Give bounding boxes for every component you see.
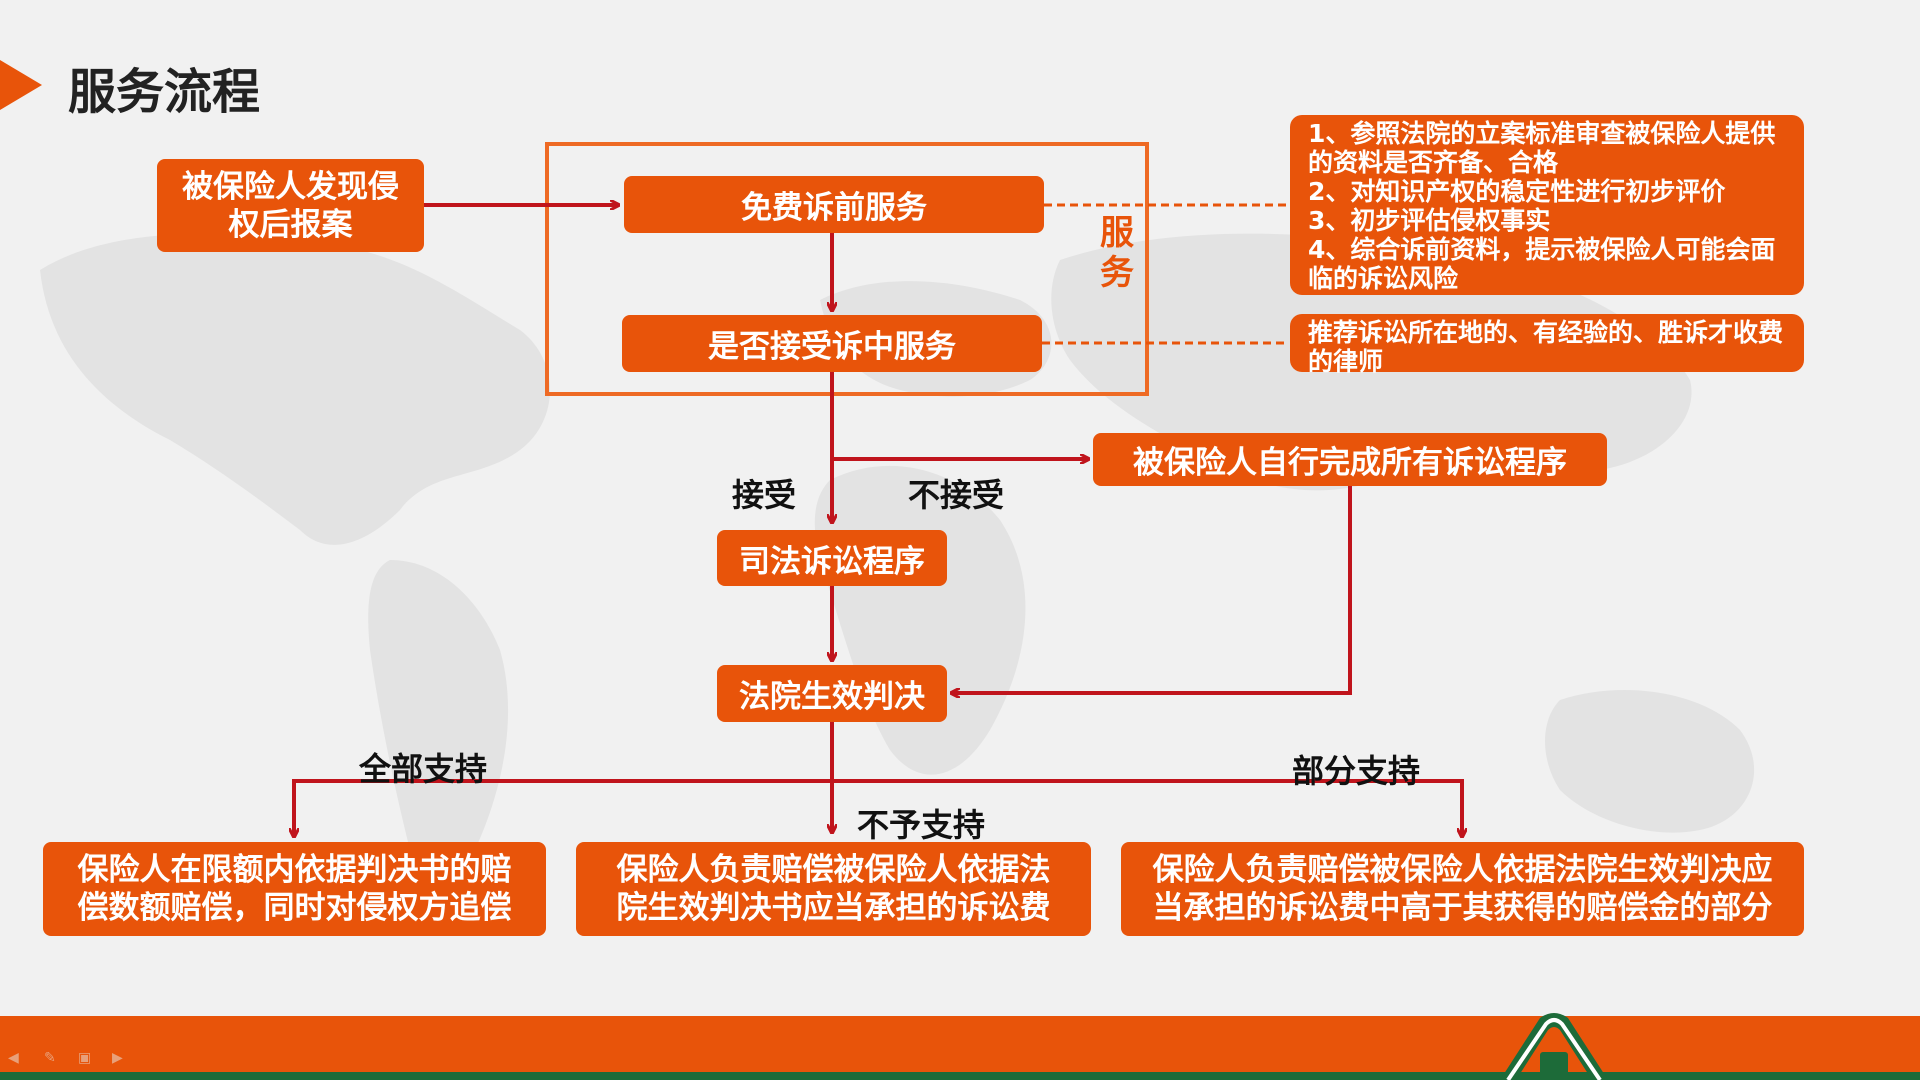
judicial-node: 司法诉讼程序 (717, 530, 947, 586)
self-complete-text: 被保险人自行完成所有诉讼程序 (1133, 445, 1567, 481)
report-node-text: 被保险人发现侵权后报案 (182, 168, 399, 243)
pre-service-note-item: 2、对知识产权的稳定性进行初步评价 (1308, 177, 1726, 206)
outcome-none-node: 保险人负责赔偿被保险人依据法院生效判决书应当承担的诉讼费 (576, 842, 1091, 936)
slide-menu-icon[interactable]: ▣ (78, 1050, 92, 1066)
label-no-support: 不予支持 (857, 806, 986, 844)
label-reject: 不接受 (908, 476, 1005, 514)
footer-line (0, 1072, 1920, 1080)
pre-service-note-item: 3、初步评估侵权事实 (1308, 206, 1551, 235)
label-accept: 接受 (732, 476, 797, 514)
footer-bar (0, 1016, 1920, 1072)
lawyer-note: 推荐诉讼所在地的、有经验的、胜诉才收费的律师 (1290, 314, 1804, 376)
outcome-full-text: 保险人在限额内依据判决书的赔偿数额赔偿，同时对侵权方追偿 (77, 852, 512, 926)
outcome-partial-text: 保险人负责赔偿被保险人依据法院生效判决应当承担的诉讼费中高于其获得的赔偿金的部分 (1152, 852, 1773, 926)
lawyer-note-text: 推荐诉讼所在地的、有经验的、胜诉才收费的律师 (1308, 318, 1784, 376)
service-frame (545, 142, 1149, 396)
self-complete-node: 被保险人自行完成所有诉讼程序 (1093, 433, 1607, 486)
arrow-partial-support (832, 779, 1462, 836)
accept-question-node: 是否接受诉中服务 (622, 315, 1042, 372)
outcome-full-node: 保险人在限额内依据判决书的赔偿数额赔偿，同时对侵权方追偿 (43, 842, 546, 936)
arrow-full-support (294, 779, 832, 836)
outcome-partial-node: 保险人负责赔偿被保险人依据法院生效判决应当承担的诉讼费中高于其获得的赔偿金的部分 (1121, 842, 1804, 936)
free-service-text: 免费诉前服务 (741, 190, 927, 226)
page-title: 服务流程 (68, 64, 261, 120)
footer-logo-icon (1500, 1013, 1608, 1080)
free-service-node: 免费诉前服务 (624, 176, 1044, 233)
judgment-text: 法院生效判决 (739, 679, 925, 715)
label-full-support: 全部支持 (359, 750, 488, 788)
judgment-node: 法院生效判决 (717, 665, 947, 722)
judicial-text: 司法诉讼程序 (739, 543, 925, 580)
report-node: 被保险人发现侵权后报案 (157, 159, 424, 252)
outcome-none-text: 保险人负责赔偿被保险人依据法院生效判决书应当承担的诉讼费 (616, 852, 1051, 926)
accept-question-text: 是否接受诉中服务 (708, 329, 956, 365)
next-slide-icon[interactable]: ▶ (112, 1050, 123, 1066)
label-partial-support: 部分支持 (1292, 752, 1421, 790)
prev-slide-icon[interactable]: ◀ (8, 1050, 19, 1066)
pre-service-note-item: 4、综合诉前资料，提示被保险人可能会面临的诉讼风险 (1308, 235, 1776, 293)
pre-service-note-item: 1、参照法院的立案标准审查被保险人提供的资料是否齐备、合格 (1308, 119, 1776, 177)
pre-service-note: 1、参照法院的立案标准审查被保险人提供的资料是否齐备、合格 2、对知识产权的稳定… (1290, 115, 1804, 295)
arrow-self-to-judgment (952, 486, 1352, 693)
pen-icon[interactable]: ✎ (44, 1050, 56, 1066)
service-label: 服务 (1100, 213, 1134, 293)
title-marker (0, 60, 42, 110)
